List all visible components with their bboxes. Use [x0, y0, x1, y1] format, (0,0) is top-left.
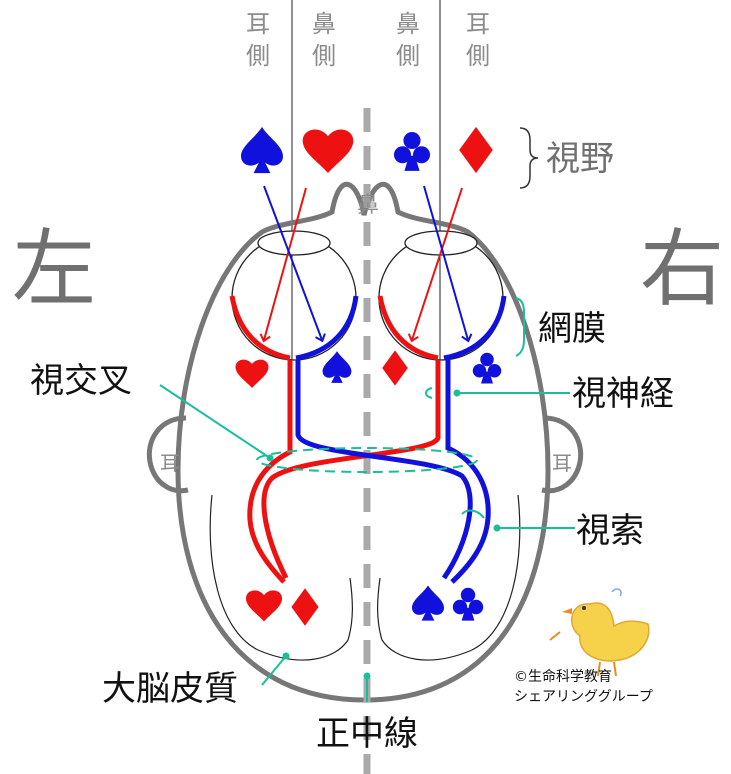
right-ear-outline [541, 415, 584, 494]
field-spade-icon [241, 126, 283, 174]
optic-nerve-indicator [425, 387, 433, 399]
left-label: 左 [12, 220, 96, 318]
optic-tract-indicator [461, 509, 485, 519]
right-ear-label: 耳 [552, 451, 572, 475]
field-heart-icon [302, 129, 354, 173]
left-retina-nasal [295, 295, 359, 361]
top-nose-right-label: 鼻側 [396, 10, 420, 70]
optic-tract-label: 視索 [576, 511, 644, 551]
field-diamond-icon [459, 126, 493, 174]
optic-chiasm-dot [266, 454, 274, 462]
cortex-heart-icon [245, 590, 283, 622]
retina-spade-icon [322, 351, 352, 383]
ray-heart [259, 187, 307, 343]
cortex-dot [282, 652, 290, 660]
right-retina-nasal [443, 295, 507, 361]
top-ear-left-char-2: 側 [246, 42, 270, 70]
ray-spade [263, 185, 326, 343]
ray-club [423, 185, 473, 343]
optic-chiasm-label: 視交叉 [30, 361, 132, 401]
left-retina-temporal [229, 295, 291, 361]
cortex-spade-icon [412, 585, 444, 621]
visual-field-brace [519, 127, 539, 189]
copyright-line-1: ©生命科学教育 [514, 668, 612, 685]
left-blue-pathway [295, 360, 473, 580]
optic-nerve-label: 視神経 [572, 374, 674, 414]
right-label: 右 [640, 220, 724, 318]
left-ear-outline [146, 415, 189, 494]
retina-heart-icon [235, 359, 269, 388]
chick-icon [549, 588, 650, 677]
retina-diamond-icon [382, 350, 408, 386]
retina-club-icon [472, 352, 502, 384]
cortex-outline-right [377, 494, 521, 661]
copyright-line-2: シェアリンググループ [514, 689, 653, 705]
head-outline [175, 181, 551, 703]
top-nose-left-label: 鼻側 [312, 10, 336, 70]
optic-chiasm-leader [159, 384, 271, 459]
optic-chiasm-ellipse [256, 447, 478, 473]
cortex-diamond-icon [291, 588, 319, 626]
top-ear-right-label: 耳側 [466, 10, 490, 70]
left-red-pathway [247, 360, 293, 584]
right-retina-temporal [377, 295, 439, 361]
retina-bracket [515, 297, 525, 357]
top-ear-left-label: 耳側 [246, 10, 270, 70]
retina-label: 網膜 [538, 309, 606, 349]
midline-dot [363, 672, 371, 680]
nose-label: 鼻 [357, 193, 379, 218]
cortex-leader [261, 655, 287, 686]
right-red-pathway [261, 360, 441, 580]
optic-tract-dot [493, 524, 501, 532]
cerebral-cortex-label: 大脳皮質 [102, 669, 238, 709]
right-blue-pathway [445, 360, 491, 584]
optic-nerve-dot [453, 389, 461, 397]
visual-field-label: 視野 [546, 139, 614, 179]
ray-diamond [407, 187, 463, 343]
field-club-icon [393, 131, 431, 171]
left-ear-label: 耳 [160, 451, 180, 475]
midline-label: 正中線 [316, 714, 418, 754]
cortex-club-icon [452, 587, 484, 621]
top-ear-left-char-1: 耳 [246, 10, 270, 38]
